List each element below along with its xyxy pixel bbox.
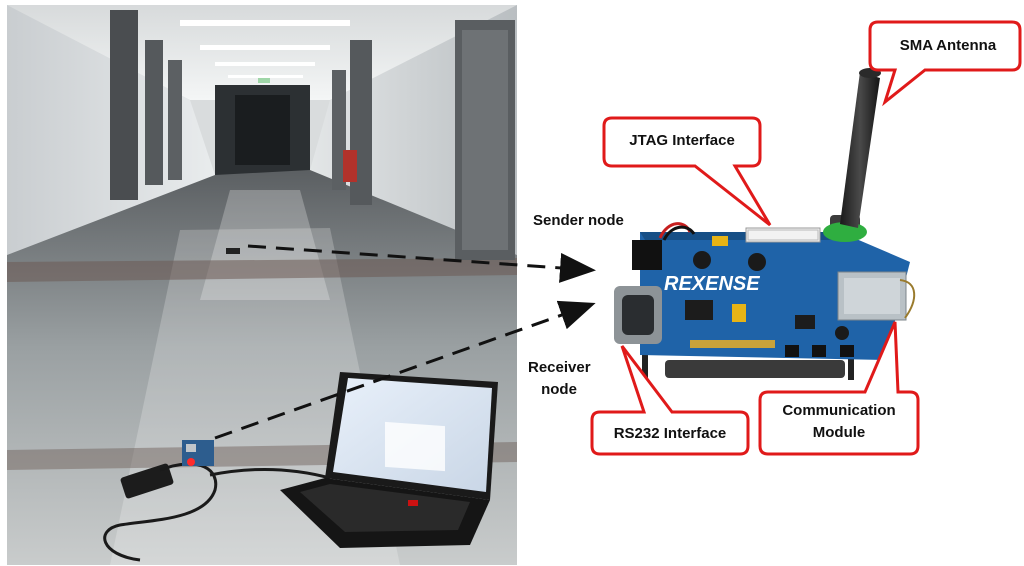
rs232-interface-label: RS232 Interface <box>613 425 727 442</box>
laptop <box>280 372 498 548</box>
sender-arrow <box>247 244 596 283</box>
callout-jtag-interface <box>602 116 772 227</box>
sender-node-label: Sender node <box>533 212 624 229</box>
communication-module-label-line2: Module <box>812 424 866 441</box>
dashed-arrows <box>214 244 596 440</box>
sma-antenna-label: SMA Antenna <box>899 37 997 54</box>
sender-node-device <box>226 248 240 254</box>
callout-rs232-interface <box>590 345 750 456</box>
receiver-node-device <box>182 440 214 466</box>
callout-sma-antenna <box>868 20 1022 107</box>
communication-module <box>837 271 916 321</box>
jtag-interface-label: JTAG Interface <box>629 132 735 149</box>
receiver-arrow <box>214 300 596 440</box>
receiver-node-label-line2: node <box>541 381 577 398</box>
sma-antenna <box>840 68 881 228</box>
receiver-node-label-line1: Receiver <box>528 359 591 376</box>
rexense-board: REXENSE <box>614 215 916 380</box>
communication-module-label: Communication Module <box>762 400 916 444</box>
rs232-connector <box>614 286 662 344</box>
board-brand: REXENSE <box>664 273 760 295</box>
communication-module-label-line1: Communication <box>782 402 896 419</box>
callout-communication-module <box>758 321 920 456</box>
corridor-photo <box>7 5 517 565</box>
receiver-node-label: Receiver node <box>528 357 591 401</box>
